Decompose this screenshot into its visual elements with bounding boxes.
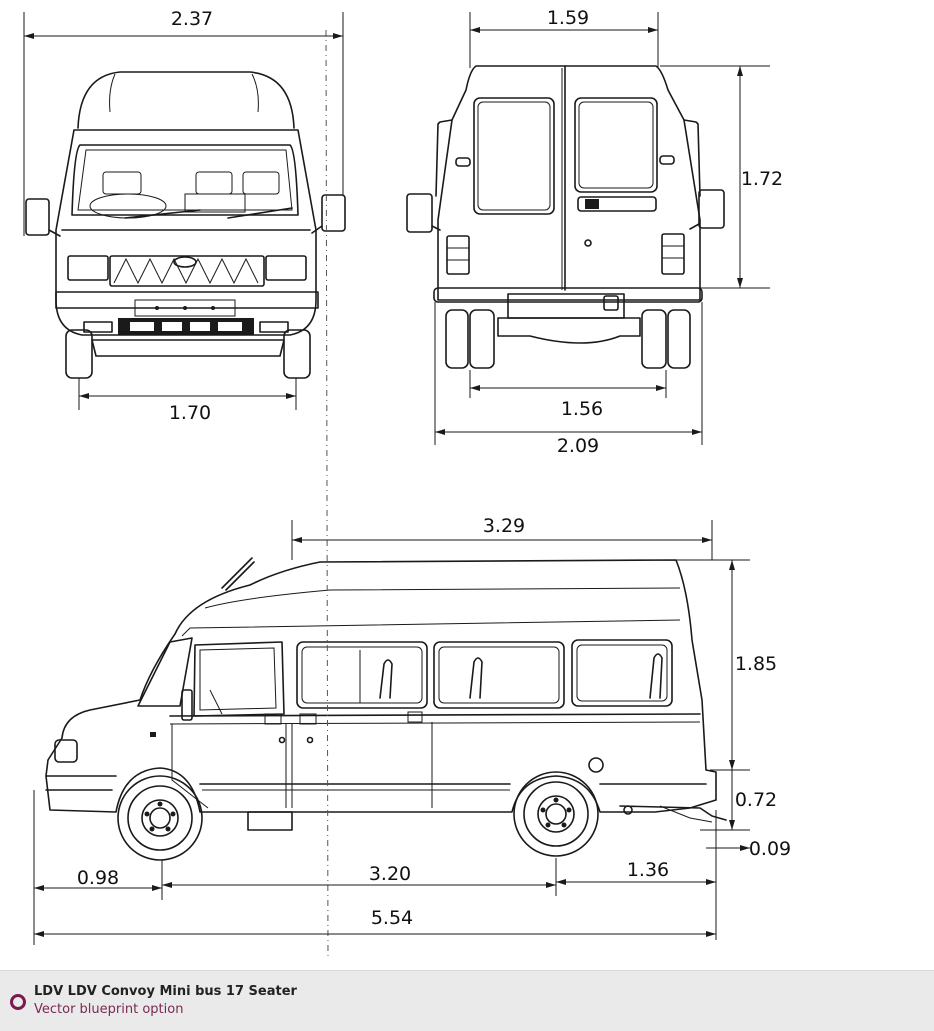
dimension-lines (23, 12, 770, 945)
dim-ground-clearance: 0.09 (749, 838, 791, 860)
dim-front-overhang: 0.98 (77, 867, 119, 889)
dim-rear-overall-width: 2.09 (557, 435, 599, 457)
side-view (45, 557, 727, 861)
dim-rear-track: 1.56 (561, 398, 603, 420)
dim-overall-length: 5.54 (371, 907, 413, 929)
dim-rear-roof-width: 1.59 (547, 7, 589, 29)
dim-rear-body-height: 1.72 (741, 168, 783, 190)
caption-bar: LDV LDV Convoy Mini bus 17 Seater Vector… (0, 970, 934, 1031)
caption-title: LDV LDV Convoy Mini bus 17 Seater (34, 984, 297, 999)
dim-side-upper-height: 1.85 (735, 653, 777, 675)
blueprint-ring-icon (10, 994, 26, 1010)
dim-side-roof-length: 3.29 (483, 515, 525, 537)
dim-wheelbase: 3.20 (369, 863, 411, 885)
centre-line (325, 29, 329, 961)
dim-rear-overhang: 1.36 (627, 859, 669, 881)
front-view (25, 71, 346, 379)
caption-subtitle[interactable]: Vector blueprint option (34, 1002, 184, 1017)
blueprint-drawing: 2.37 1.70 1.59 1.72 1.56 2.09 3.29 1.85 … (23, 7, 791, 961)
dim-side-lower-height: 0.72 (735, 789, 777, 811)
dim-front-overall-width: 2.37 (171, 8, 213, 30)
dim-front-track: 1.70 (169, 402, 211, 424)
rear-view (406, 65, 725, 369)
